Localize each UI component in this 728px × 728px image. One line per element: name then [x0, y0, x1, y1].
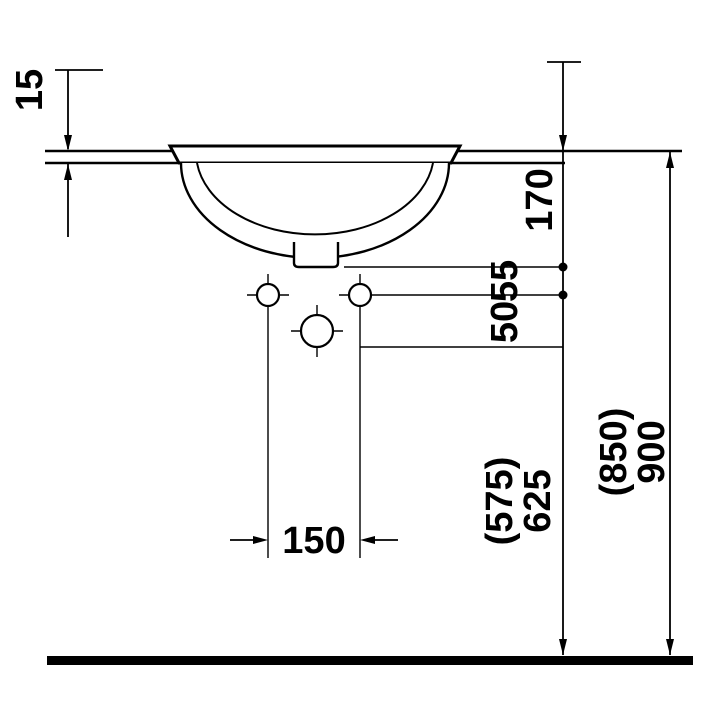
- dimension-right-chain: 170 55 50 (575) 625: [344, 61, 581, 655]
- floor-line: [47, 656, 693, 665]
- mounting-hole: [299, 313, 335, 349]
- dim-900-arrow-up-icon: [666, 152, 674, 168]
- dim-15-arrow-up-icon: [64, 164, 72, 180]
- dim-chain-dot-upper: [558, 262, 568, 272]
- basin-drain-stub: [292, 242, 340, 269]
- dim-900-alt-label: (850): [593, 408, 635, 497]
- dimension-countertop-thickness: 15: [9, 69, 103, 237]
- tap-holes: [247, 274, 563, 357]
- dim-chain-dot-lower: [558, 290, 568, 300]
- dim-55-label: 55: [484, 260, 526, 302]
- dim-625-arrow-down-icon: [559, 639, 567, 655]
- dim-900-arrow-down-icon: [666, 639, 674, 655]
- basin-bowl-inner-arc: [196, 162, 434, 236]
- washbasin: [167, 144, 463, 269]
- dim-900-main-label: 900: [631, 420, 673, 483]
- dim-170-arrow-down-icon: [559, 135, 567, 151]
- basin-rim-outline: [167, 144, 463, 165]
- dim-625-alt-label: (575): [479, 457, 521, 546]
- dim-150-arrow-left-icon: [360, 536, 375, 544]
- dimension-rim-height: (850) 900: [593, 151, 674, 655]
- dim-150-label: 150: [282, 520, 345, 562]
- dim-50-label: 50: [484, 301, 526, 343]
- dim-150-arrow-right-icon: [253, 536, 268, 544]
- right-tap-hole: [347, 282, 373, 308]
- dim-625-main-label: 625: [517, 469, 559, 532]
- dimension-tap-hole-spacing: 150: [230, 316, 398, 562]
- dim-15-label: 15: [9, 69, 51, 111]
- left-tap-hole: [255, 282, 281, 308]
- dim-170-label: 170: [519, 168, 561, 231]
- dim-15-arrow-down-icon: [64, 135, 72, 151]
